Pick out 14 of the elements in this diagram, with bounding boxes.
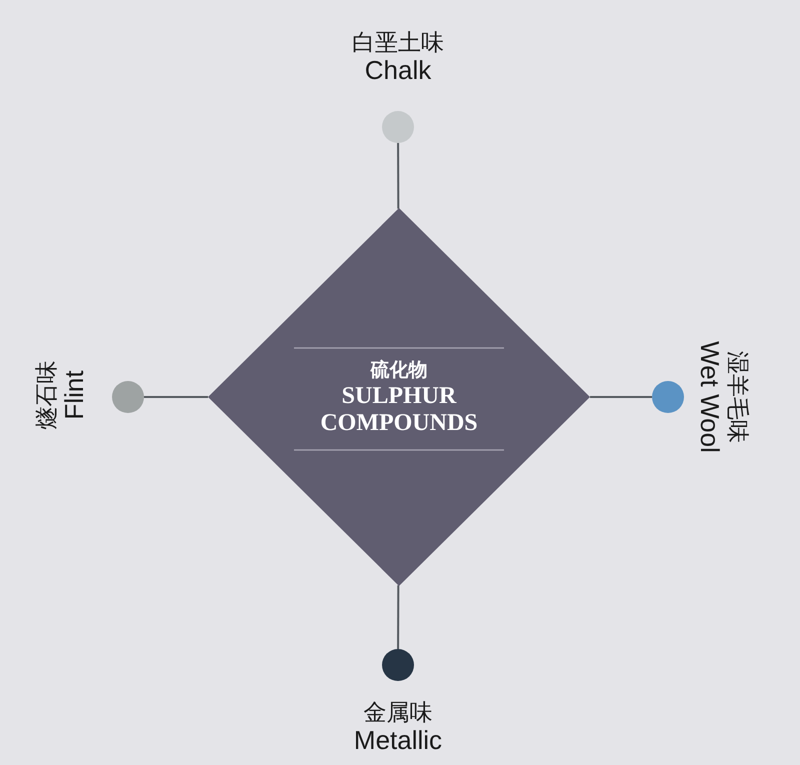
title-text: SULPHUR COMPOUNDS <box>319 383 479 437</box>
connector-line <box>144 396 208 398</box>
heading-text: 硫化物 <box>370 358 428 383</box>
label-text: Wet Wool <box>695 341 724 453</box>
label-text: Metallic <box>354 726 442 755</box>
label-text: 金属味 <box>362 701 434 726</box>
connector-line <box>397 143 400 209</box>
label-text: 白垩土味 <box>352 31 444 56</box>
connector-line <box>590 396 652 398</box>
label-text: Chalk <box>364 56 432 85</box>
label-text: Flint <box>60 369 89 422</box>
label-text: 燧石味 <box>35 360 60 430</box>
connector-line <box>397 585 400 649</box>
label-text: 湿羊毛味 <box>724 350 749 445</box>
